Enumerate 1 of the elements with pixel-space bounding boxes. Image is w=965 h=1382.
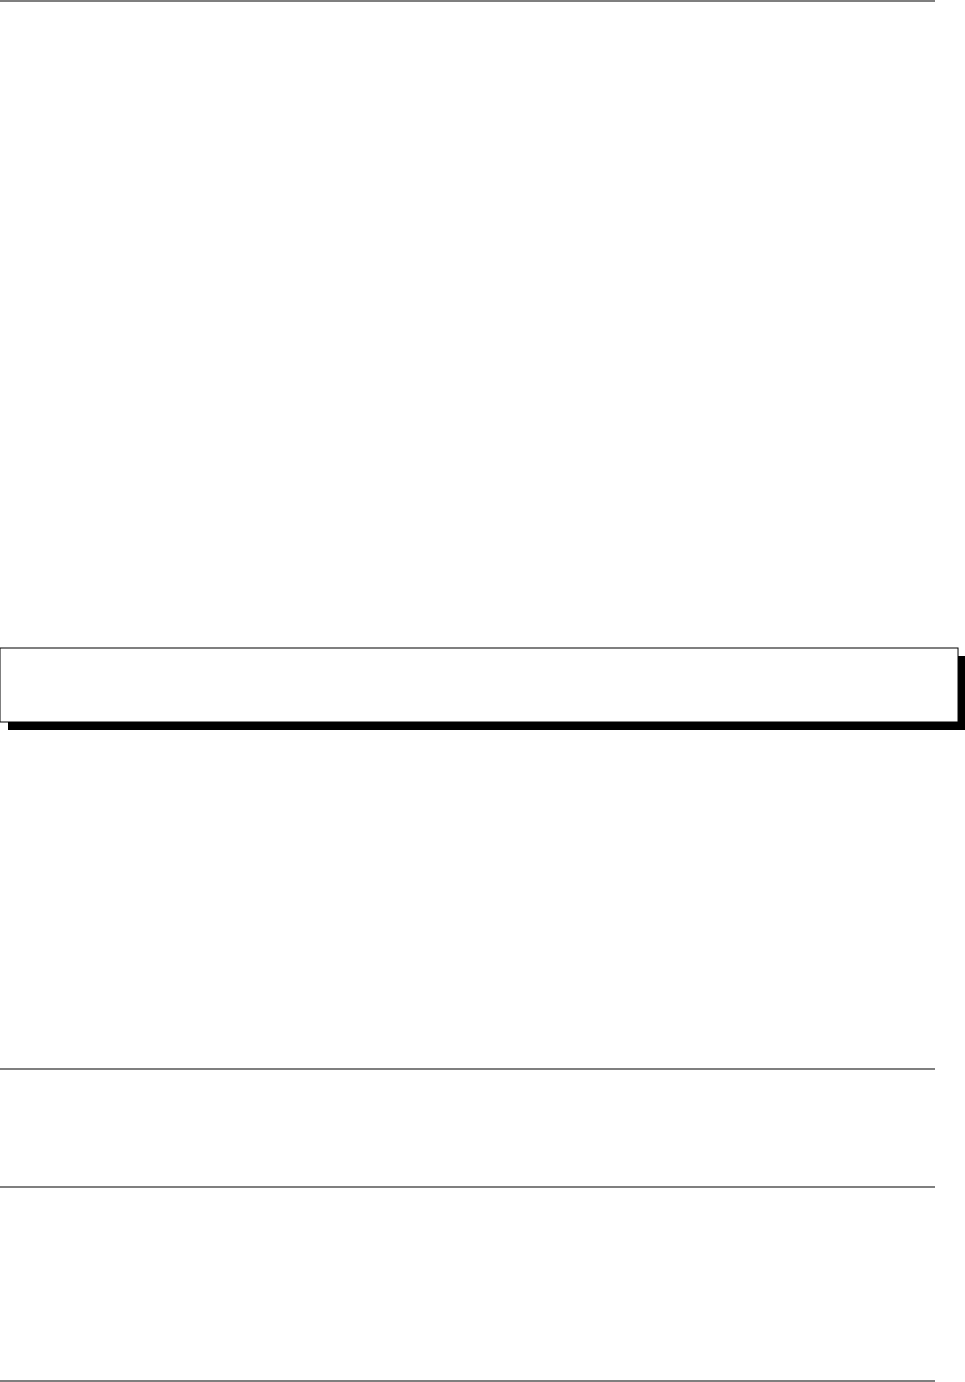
shadowed-box <box>0 647 965 730</box>
